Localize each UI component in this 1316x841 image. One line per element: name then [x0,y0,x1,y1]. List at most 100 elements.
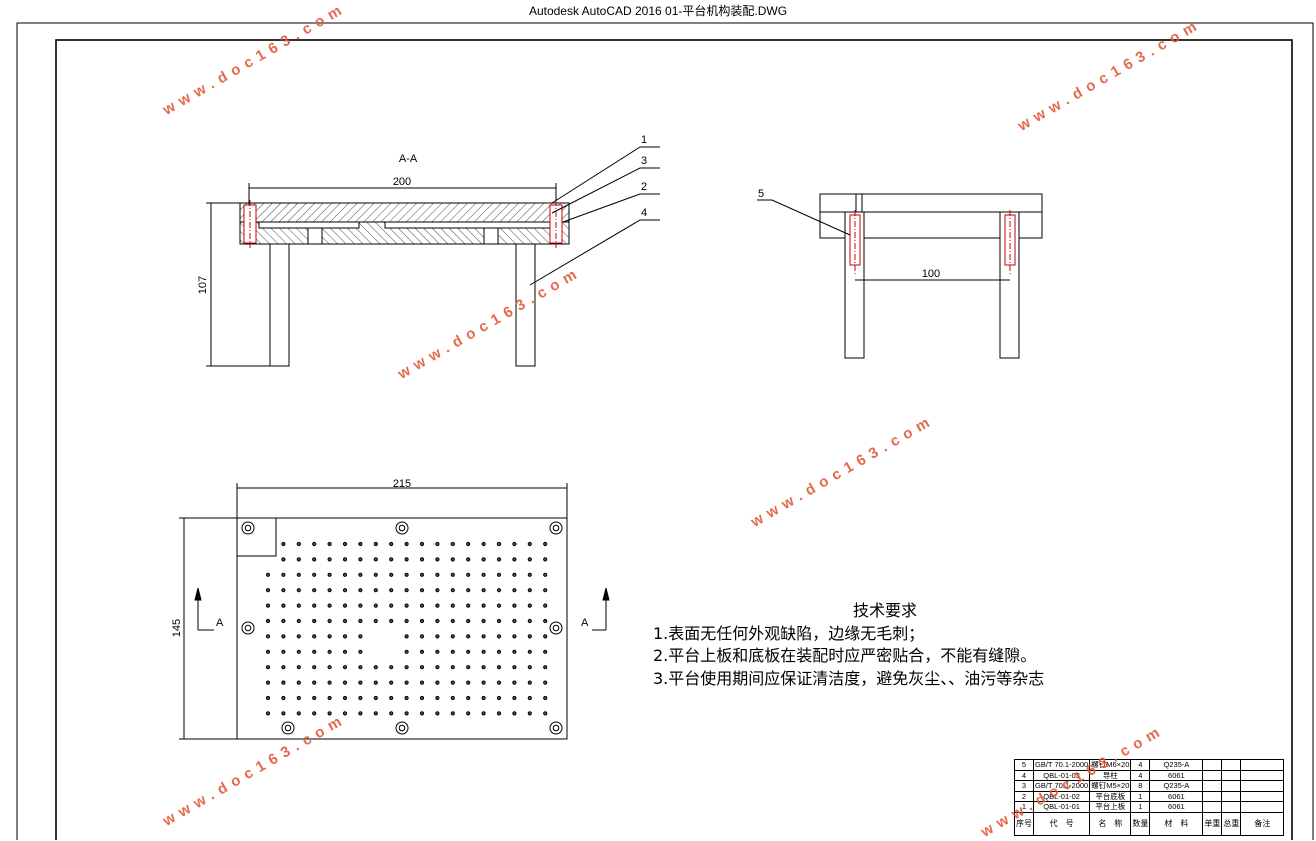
hole [466,603,471,608]
hole [527,680,532,685]
hole [281,665,286,670]
hole [419,603,425,608]
hole [281,603,286,608]
dim-span: 100 [922,268,940,280]
hole [543,680,548,685]
hole [496,649,502,654]
hole [281,618,286,624]
hole [404,603,409,608]
hole [389,557,394,562]
hole [296,557,301,562]
hole [512,649,517,654]
bom-header: 序号代 号名 称数量材 料单重总重备注 [1014,811,1285,836]
hole [296,588,301,593]
hole [342,649,348,654]
hole [312,711,317,716]
hole-grid [241,521,563,735]
hole [450,541,455,547]
hole [481,680,486,685]
hole [281,634,286,639]
hole [296,603,301,608]
dim-height: 107 [197,276,209,294]
hole [419,618,425,624]
hole [358,649,363,654]
hole [481,572,486,577]
hole [527,588,532,593]
hole [312,557,317,562]
hole [281,572,286,577]
hole [419,680,425,685]
hole [466,680,471,685]
hole [450,557,455,562]
hole [435,665,440,670]
hole [327,557,332,562]
hole [435,695,440,701]
hole [466,695,471,701]
hole [435,618,440,624]
hole [543,541,548,547]
hole [552,724,560,732]
hole [543,557,548,562]
tech-item-3: 3.平台使用期间应保证清洁度，避免灰尘、、油污等杂志 [653,668,1045,688]
hole [342,572,348,577]
hole [296,711,301,716]
hole [342,603,348,608]
hole [389,618,394,624]
hole [244,624,252,632]
hole [466,649,471,654]
balloon-1: 1 [641,134,647,146]
hole [398,724,406,732]
hole [450,588,455,593]
tech-title: 技术要求 [853,601,918,620]
hole [404,572,409,577]
hole [327,711,332,716]
hole [466,588,471,593]
hole [481,649,486,654]
hole [358,665,363,670]
plan-view: 215 145 A A [171,478,610,740]
hole [404,665,409,670]
hole [481,588,486,593]
hole [284,724,292,732]
hole [481,665,486,670]
hole [527,665,532,670]
section-view: A-A 200 107 1 3 2 4 [197,134,660,367]
hole [265,711,271,716]
hole [527,711,532,716]
hole [466,557,471,562]
hole [358,634,363,639]
hole [389,680,394,685]
hole [358,557,363,562]
hole [327,588,332,593]
hole [496,588,502,593]
hole [450,665,455,670]
hole [466,634,471,639]
hole [296,649,301,654]
hole [389,695,394,701]
hole [435,588,440,593]
hole [496,711,502,716]
hole [512,665,517,670]
hole [527,634,532,639]
hole [435,680,440,685]
hole [527,541,532,547]
hole [527,572,532,577]
dim-plan-height: 145 [171,619,183,637]
hole [496,541,502,547]
balloon-2: 2 [641,181,647,193]
balloon-4: 4 [641,207,647,219]
hole [496,572,502,577]
hole [543,588,548,593]
hole [398,524,406,532]
hole [404,695,409,701]
hole [373,695,378,701]
hole [404,680,409,685]
hole [327,695,332,701]
hole [450,634,455,639]
tech-item-1: 1.表面无任何外观缺陷，边缘无毛刺； [653,623,925,643]
hole [435,557,440,562]
hole [342,680,348,685]
hole [543,649,548,654]
